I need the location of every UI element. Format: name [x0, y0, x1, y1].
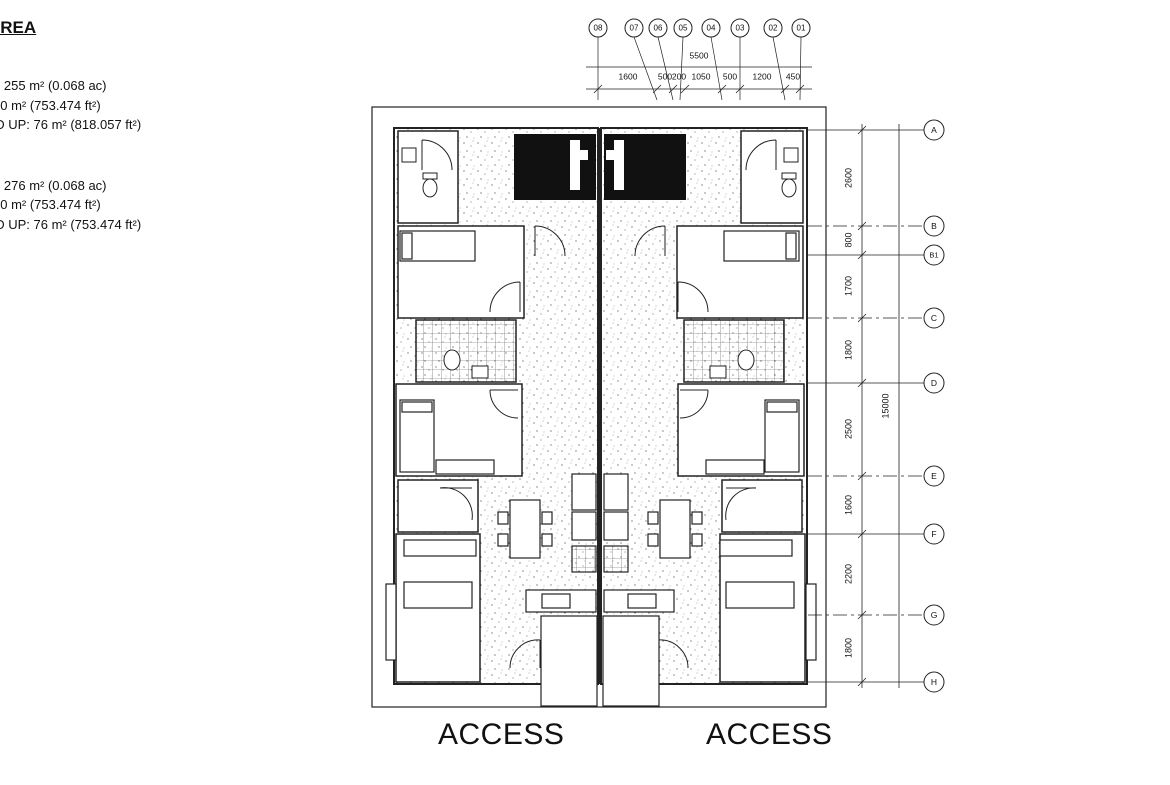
row-grid-bubble — [923, 307, 945, 329]
row-grid-bubble — [923, 244, 945, 266]
width-segment-dimension: 1600 — [619, 71, 638, 81]
width-segment-dimension: 450 — [786, 71, 800, 81]
column-grid-label: 02 — [769, 24, 778, 33]
height-segment-dimension: 1700 — [843, 276, 853, 296]
width-segment-dimension: 1200 — [753, 71, 772, 81]
row-grid-bubble — [923, 604, 945, 626]
site-boundary — [371, 106, 827, 708]
height-segment-dimension: 2500 — [843, 419, 853, 439]
row-grid-label: B1 — [929, 250, 938, 259]
right-store — [721, 479, 803, 533]
column-grid-label: 01 — [797, 24, 806, 33]
access-label-right: ACCESS — [706, 718, 833, 751]
column-grid-label: 04 — [707, 24, 716, 33]
unit-a-floor-area: 70 m² (753.474 ft²) — [0, 97, 101, 113]
column-grid-label: 03 — [736, 24, 745, 33]
left-access-path — [540, 615, 598, 707]
left-store — [397, 479, 479, 533]
left-bathroom-2 — [415, 319, 517, 383]
height-segment-dimension: 2600 — [843, 168, 853, 188]
row-grid-bubble — [923, 671, 945, 693]
column-grid-leader — [799, 36, 802, 101]
width-segment-dimension: 500 — [723, 71, 737, 81]
column-grid-label: 05 — [679, 24, 688, 33]
living-furniture — [385, 539, 817, 661]
right-bathroom-2 — [683, 319, 785, 383]
row-grid-bubble — [923, 523, 945, 545]
row-grid-label: F — [931, 529, 936, 539]
height-segment-dimension: 800 — [843, 232, 853, 247]
row-grid-bubble — [923, 372, 945, 394]
column-grid-label: 07 — [630, 24, 639, 33]
width-segment-dimension: 500 — [658, 71, 672, 81]
dining — [497, 499, 703, 559]
row-grid-label: E — [931, 471, 937, 481]
left-stair — [514, 134, 596, 200]
column-grid-leader — [679, 36, 684, 101]
width-segment-dimension: 1050 — [692, 71, 711, 81]
row-grid-label: D — [931, 378, 937, 388]
column-grid-leader — [633, 36, 658, 101]
height-segment-dimension: 1600 — [843, 495, 853, 515]
column-grid-label: 06 — [654, 24, 663, 33]
area-schedule: AREA A: 255 m² (0.068 ac) 70 m² (753.474… — [0, 18, 141, 234]
row-grid-label: A — [931, 125, 937, 135]
top-dimension-lines — [586, 66, 812, 90]
column-grid-leader — [657, 36, 674, 101]
row-grid-label: B — [931, 221, 937, 231]
unit-b-built-up-area: LD UP: 76 m² (753.474 ft²) — [0, 216, 142, 232]
unit-a-built-up-area: LD UP: 76 m² (818.057 ft²) — [0, 117, 142, 132]
row-grid-label: G — [931, 610, 938, 620]
row-grid-bubble — [923, 215, 945, 237]
row-grid-bubble — [923, 119, 945, 141]
row-grid: A B B1C D E F G H — [808, 119, 945, 693]
column-grid-label: 08 — [594, 24, 603, 33]
column-grid-leader — [710, 36, 723, 101]
kitchen — [525, 473, 675, 613]
column-grid-leader — [772, 36, 786, 101]
side-dimension-lines — [861, 124, 900, 688]
area-schedule-title: AREA — [0, 18, 37, 37]
right-access-path — [602, 615, 660, 707]
row-grid-label: H — [931, 677, 937, 687]
overall-width-dimension: 5500 — [690, 50, 709, 60]
side-dimensions: 2600 800 1700 1800 2500 1600 2200 1800 15000 — [843, 168, 890, 658]
access-label-left: ACCESS — [438, 718, 565, 751]
row-grid-bubble — [923, 465, 945, 487]
unit-b-site-area: A: 276 m² (0.068 ac) — [0, 177, 107, 193]
width-segment-dimension: 200 — [672, 71, 686, 81]
column-grid: 08 07 06 05 04 03 02 01 — [588, 18, 811, 101]
height-segment-dimension: 2200 — [843, 564, 853, 584]
unit-a-site-area: A: 255 m² (0.068 ac) — [0, 78, 107, 93]
row-grid-label: C — [931, 313, 937, 323]
height-segment-dimension: 1800 — [843, 638, 853, 658]
overall-height-dimension: 15000 — [880, 393, 890, 418]
height-segment-dimension: 1800 — [843, 340, 853, 360]
beds — [399, 230, 800, 475]
unit-b-floor-area: 70 m² (753.474 ft²) — [0, 197, 101, 212]
